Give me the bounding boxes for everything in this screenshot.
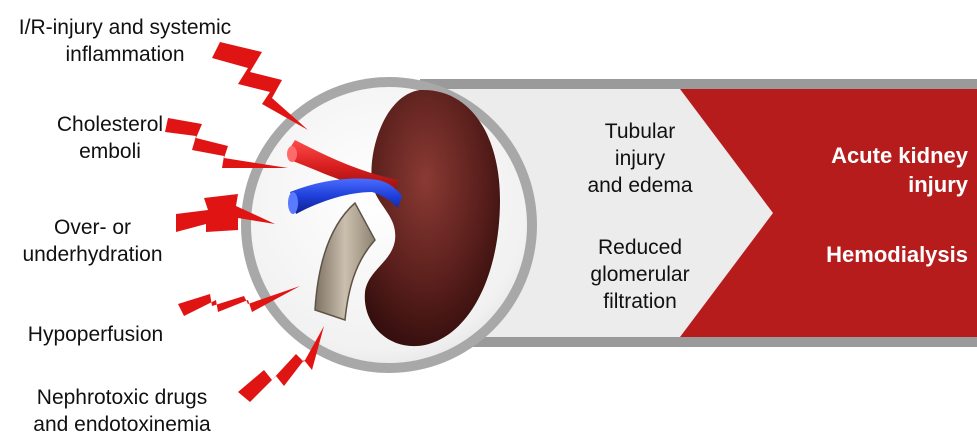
cause-label-line: underhydration xyxy=(10,241,175,268)
mechanism-label-line: injury xyxy=(580,145,700,172)
outcome-label-line: Acute kidney xyxy=(780,141,968,170)
cause-hydration: Over- or underhydration xyxy=(10,214,175,268)
mechanism-reduced-filtration: Reduced glomerular filtration xyxy=(578,234,702,315)
mechanism-tubular-injury: Tubular injury and edema xyxy=(580,118,700,199)
cause-label-line: Nephrotoxic drugs xyxy=(22,384,222,411)
cause-ir-injury: I/R-injury and systemic inflammation xyxy=(5,14,245,68)
cause-hypoperfusion: Hypoperfusion xyxy=(8,321,183,348)
outcome-acute-kidney-injury: Acute kidney injury xyxy=(780,141,968,199)
mechanism-label-line: filtration xyxy=(578,288,702,315)
outcome-label-line: injury xyxy=(780,170,968,199)
outcome-hemodialysis: Hemodialysis xyxy=(780,240,968,269)
cause-nephrotoxic-drugs: Nephrotoxic drugs and endotoxinemia xyxy=(22,384,222,438)
outcome-label-line: Hemodialysis xyxy=(780,240,968,269)
cause-cholesterol-emboli: Cholesterol emboli xyxy=(35,111,185,165)
mechanism-label-line: glomerular xyxy=(578,261,702,288)
mechanism-label-line: Reduced xyxy=(578,234,702,261)
cause-label-line: Hypoperfusion xyxy=(8,321,183,348)
cause-label-line: emboli xyxy=(35,138,185,165)
mechanism-label-line: and edema xyxy=(580,172,700,199)
cause-label-line: Over- or xyxy=(10,214,175,241)
cause-label-line: and endotoxinemia xyxy=(22,411,222,438)
cause-label-line: inflammation xyxy=(5,41,245,68)
cause-label-line: Cholesterol xyxy=(35,111,185,138)
cause-label-line: I/R-injury and systemic xyxy=(5,14,245,41)
mechanism-label-line: Tubular xyxy=(580,118,700,145)
